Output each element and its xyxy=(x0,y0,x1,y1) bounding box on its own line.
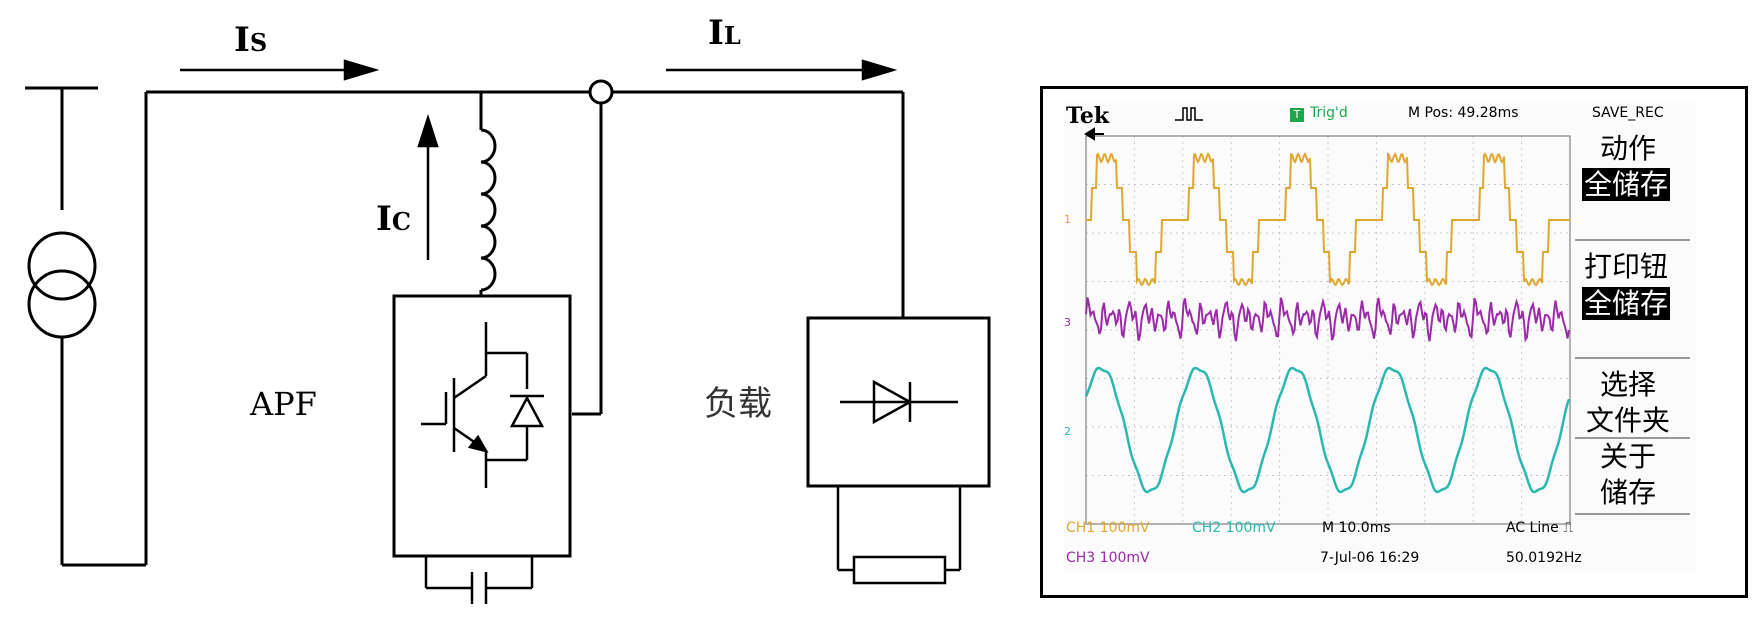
graticule-grid xyxy=(1086,136,1570,524)
timebase: M 10.0ms xyxy=(1322,520,1391,536)
trigger-position-icon xyxy=(1084,127,1104,141)
m-pos-readout: M Pos: 49.28ms xyxy=(1408,105,1519,121)
load-label: 负载 xyxy=(704,384,772,424)
menu-print-title: 打印钮 xyxy=(1584,250,1669,283)
menu-about-line2[interactable]: 储存 xyxy=(1600,476,1657,509)
menu-action-value[interactable]: 全储存 xyxy=(1582,168,1671,202)
ic-label: IC xyxy=(376,199,411,239)
ic-arrow-head xyxy=(417,113,439,148)
ch3-marker: 3 xyxy=(1064,316,1071,329)
menu-select-line1[interactable]: 选择 xyxy=(1600,368,1657,401)
trigger-status-text: Trig'd xyxy=(1310,105,1348,121)
rising-edge-icon: ⎍ xyxy=(1563,520,1573,536)
ch1-scale: CH1 100mV xyxy=(1066,520,1150,536)
graticule-border xyxy=(1085,135,1571,525)
save-rec-title: SAVE_REC xyxy=(1592,105,1664,121)
ch2-scale: CH2 100mV xyxy=(1192,520,1276,536)
inductor xyxy=(480,128,497,292)
transformer-coil-upper xyxy=(27,231,97,301)
menu-action-value-text: 全储存 xyxy=(1582,168,1671,201)
menu-action-title: 动作 xyxy=(1600,132,1657,165)
il-label: IL xyxy=(708,13,741,53)
trigger-frequency: 50.0192Hz xyxy=(1506,550,1582,566)
il-arrow-head xyxy=(861,59,898,81)
is-arrow-head xyxy=(343,59,380,81)
igbt-icon xyxy=(421,322,545,488)
ch1-waveform xyxy=(1086,151,1570,287)
trigger-source-text: AC Line xyxy=(1506,520,1559,536)
trigger-status: T Trig'd xyxy=(1290,105,1348,122)
apf-label: APF xyxy=(249,385,317,423)
diode-icon xyxy=(840,379,958,425)
menu-about-line1[interactable]: 关于 xyxy=(1600,440,1657,473)
date-time: 7-Jul-06 16:29 xyxy=(1320,550,1420,566)
load-resistor xyxy=(836,486,962,585)
ch2-waveform xyxy=(1084,366,1571,494)
apf-box xyxy=(392,294,572,558)
trigger-source: AC Line ⎍ xyxy=(1506,520,1573,536)
is-label: IS xyxy=(234,20,267,60)
menu-print-value[interactable]: 全储存 xyxy=(1582,287,1671,321)
ch3-waveform xyxy=(1085,297,1570,343)
acquisition-run-icon xyxy=(1175,107,1203,121)
ch2-marker: 2 xyxy=(1064,425,1071,438)
ch1-marker: 1 xyxy=(1064,213,1071,226)
menu-print-value-text: 全储存 xyxy=(1582,287,1671,320)
scope-brand: Tek xyxy=(1066,103,1110,129)
dc-capacitor xyxy=(424,556,534,604)
load-box xyxy=(806,316,991,488)
ch3-scale: CH3 100mV xyxy=(1066,550,1150,566)
menu-select-line2[interactable]: 文件夹 xyxy=(1586,404,1671,437)
trigger-icon: T xyxy=(1290,108,1304,122)
